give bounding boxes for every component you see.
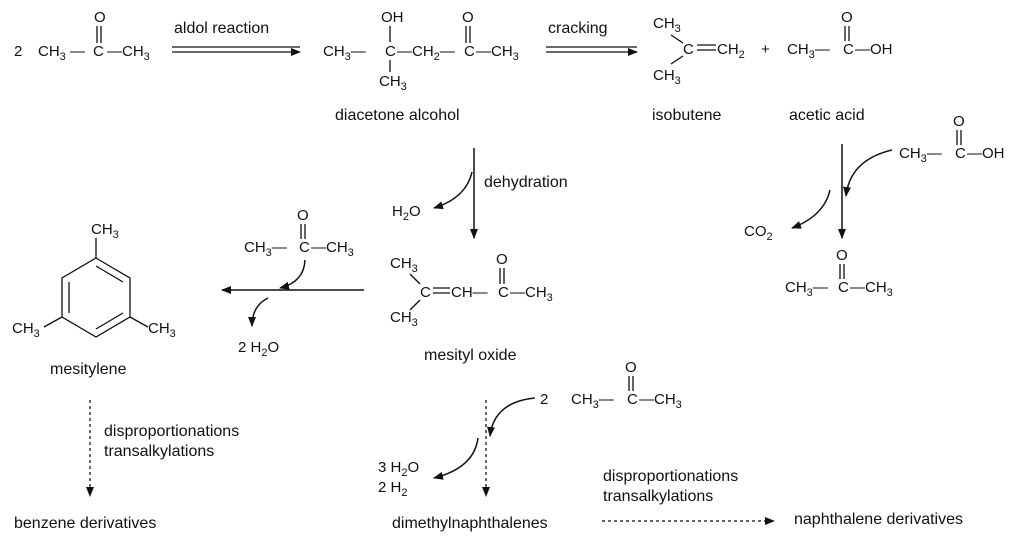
acetone-reagent-left: CH3— C —CH3 O (244, 207, 354, 259)
aldol-reaction-label: aldol reaction (174, 20, 269, 37)
svg-text:CH—: CH— (451, 284, 488, 301)
transalkylations-label: transalkylations (104, 443, 214, 460)
svg-text:—CH3: —CH3 (476, 43, 519, 63)
water-byproduct: H2O (392, 203, 421, 223)
svg-text:CH3: CH3 (390, 255, 418, 275)
svg-text:CH3: CH3 (653, 15, 681, 35)
svg-text:C: C (843, 41, 854, 58)
water-2-byproduct: 2 H2O (238, 339, 279, 359)
svg-text:CH3: CH3 (91, 221, 119, 241)
acetone-reagent-bottom: CH3— C —CH3 O (571, 359, 682, 411)
svg-text:C: C (420, 284, 431, 301)
hydrogen-byproduct: 2 H2 (378, 479, 407, 499)
svg-text:C: C (498, 284, 509, 301)
svg-text:O: O (836, 247, 848, 264)
acetone-product: CH3— C —CH3 O (785, 247, 893, 299)
svg-text:C: C (955, 145, 966, 162)
svg-text:C: C (299, 239, 310, 256)
svg-text:O: O (625, 359, 637, 376)
isobutene-structure: CH3 C CH2 CH3 (653, 15, 745, 87)
svg-text:OH: OH (381, 9, 404, 26)
svg-text:CH3—: CH3— (571, 391, 614, 411)
disproportionations-label: disproportionations (104, 423, 239, 440)
mesityl-oxide-label: mesityl oxide (424, 347, 517, 364)
cracking-label: cracking (548, 20, 608, 37)
svg-text:CH3 —: CH3 — (38, 43, 85, 63)
water-3-byproduct: 3 H2O (378, 459, 419, 479)
mesitylene-label: mesitylene (50, 361, 127, 378)
svg-text:—OH: —OH (967, 145, 1005, 162)
svg-text:CH3: CH3 (12, 320, 40, 340)
benzene-derivatives-label: benzene derivatives (14, 515, 156, 532)
acetic-acid-label: acetic acid (789, 107, 865, 124)
transalkylations-label-2: transalkylations (603, 488, 713, 505)
svg-text:CH3: CH3 (148, 320, 176, 340)
co2-byproduct: CO2 (744, 223, 773, 243)
svg-text:O: O (841, 9, 853, 26)
svg-text:C: C (683, 41, 694, 58)
svg-text:CH3: CH3 (653, 67, 681, 87)
svg-text:—CH2—: —CH2— (397, 43, 455, 63)
svg-text:CH3—: CH3— (899, 145, 942, 165)
acetic-acid-reagent: CH3— C —OH O (899, 113, 1005, 165)
mesityl-oxide-structure: CH3 C CH— C —CH3 CH3 O (390, 251, 553, 329)
svg-text:C: C (93, 43, 104, 60)
svg-text:CH3: CH3 (379, 73, 407, 93)
mesitylene-structure: CH3 CH3 CH3 (12, 221, 176, 340)
svg-text:—CH3: —CH3 (311, 239, 354, 259)
svg-text:—OH: —OH (855, 41, 893, 58)
svg-text:—CH3: —CH3 (510, 284, 553, 304)
svg-text:C: C (464, 43, 475, 60)
svg-text:C: C (385, 43, 396, 60)
isobutene-label: isobutene (652, 107, 721, 124)
svg-text:O: O (297, 207, 309, 224)
svg-text:CH3: CH3 (390, 309, 418, 329)
dimethylnaphthalenes-label: dimethylnaphthalenes (392, 515, 548, 532)
disproportionations-label-2: disproportionations (603, 468, 738, 485)
svg-text:CH2: CH2 (717, 41, 745, 61)
svg-text:CH3—: CH3— (787, 41, 830, 61)
svg-text:O: O (462, 9, 474, 26)
svg-text:CH3—: CH3— (785, 279, 828, 299)
diacetone-alcohol-label: diacetone alcohol (335, 107, 460, 124)
plus-sign: + (761, 41, 770, 58)
svg-text:C: C (838, 279, 849, 296)
svg-text:CH3—: CH3— (323, 43, 366, 63)
svg-text:—CH3: —CH3 (639, 391, 682, 411)
dehydration-label: dehydration (484, 174, 568, 191)
acetic-acid-structure: CH3— C —OH O (787, 9, 893, 61)
diacetone-alcohol-structure: CH3— C —CH2— C —CH3 OH CH3 O (323, 9, 519, 93)
acetone-coefficient-2: 2 (540, 391, 548, 408)
svg-text:O: O (94, 9, 106, 26)
svg-text:O: O (496, 251, 508, 268)
svg-text:CH3—: CH3— (244, 239, 287, 259)
svg-text:—CH3: —CH3 (850, 279, 893, 299)
acetone-coefficient: 2 (14, 43, 22, 60)
acetone-start: 2 CH3 — C —CH3 O (14, 9, 150, 63)
svg-text:C: C (627, 391, 638, 408)
svg-text:O: O (953, 113, 965, 130)
naphthalene-derivatives-label: naphthalene derivatives (794, 511, 963, 528)
svg-text:—CH3: —CH3 (107, 43, 150, 63)
